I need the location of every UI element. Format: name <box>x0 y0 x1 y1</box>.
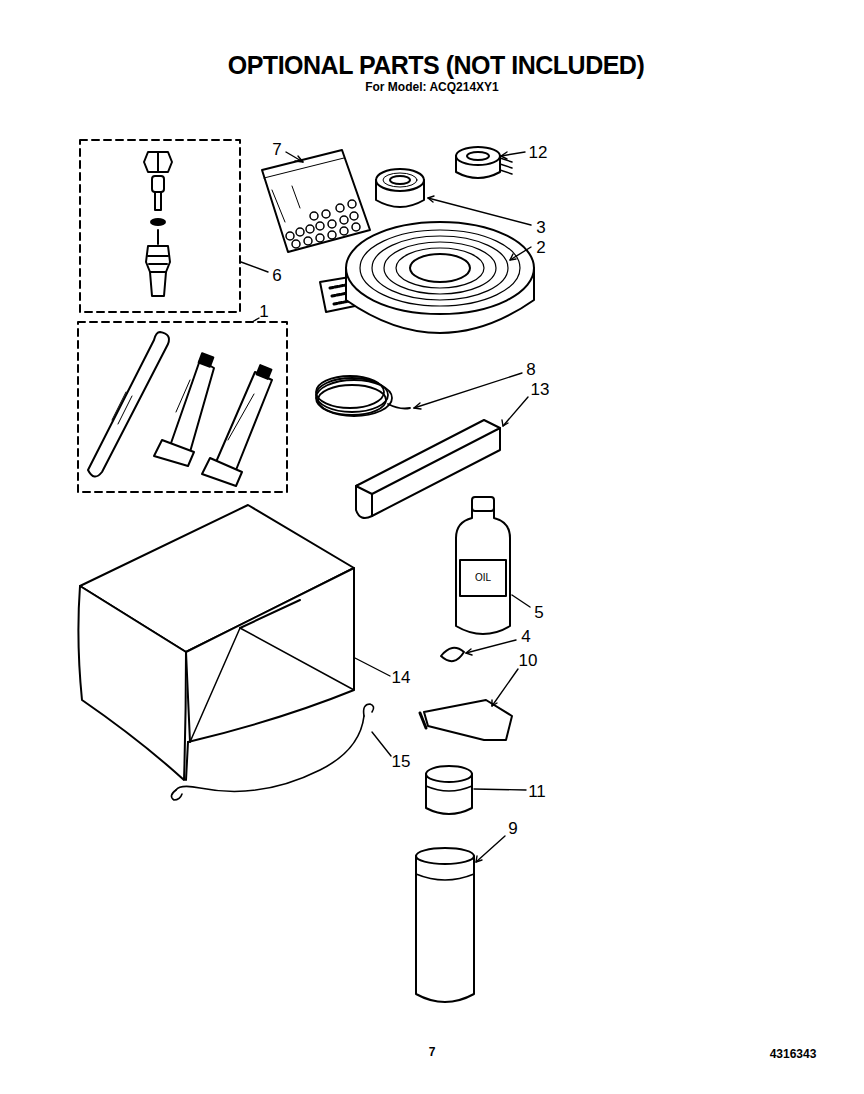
callout-number: 14 <box>392 669 411 686</box>
callout-number: 1 <box>259 303 268 320</box>
tape-roll <box>376 169 424 207</box>
page-number: 7 <box>429 1046 436 1058</box>
epoxy-kit <box>88 332 272 486</box>
document-number: 4316343 <box>770 1048 817 1060</box>
callout-number: 7 <box>272 141 281 158</box>
callout-number: 2 <box>536 239 545 256</box>
oil-bottle <box>456 497 510 634</box>
insulation-tape <box>320 222 534 333</box>
model-number: For Model: ACQ214XY1 <box>365 81 499 93</box>
callout-number: 4 <box>521 628 530 645</box>
tape-roll <box>456 147 512 178</box>
callout-number: 15 <box>392 753 411 770</box>
small-part <box>441 648 464 661</box>
bag-of-rings <box>262 150 370 252</box>
bungee-cord <box>171 704 373 800</box>
group-box <box>80 140 240 312</box>
valve-fitting <box>144 152 172 296</box>
tube <box>420 700 512 740</box>
callout-number: 13 <box>531 381 550 398</box>
callout-number: 6 <box>272 267 281 284</box>
callout-number: 12 <box>529 144 548 161</box>
callout-number: 9 <box>508 820 517 837</box>
callout-number: 5 <box>534 604 543 621</box>
callout-number: 8 <box>526 361 535 378</box>
spray-can <box>416 848 474 1002</box>
callout-number: 10 <box>519 652 538 669</box>
leader-lines <box>241 152 531 862</box>
callout-number: 11 <box>528 783 546 800</box>
coiled-tube <box>316 376 410 416</box>
group-box <box>78 322 287 492</box>
foam-block <box>356 420 500 518</box>
callout-number: 3 <box>536 219 545 236</box>
jar <box>426 766 472 814</box>
bottle-label: OIL <box>474 573 492 583</box>
diagram-title: OPTIONAL PARTS (NOT INCLUDED) <box>228 53 645 78</box>
unit-cover <box>78 505 354 780</box>
